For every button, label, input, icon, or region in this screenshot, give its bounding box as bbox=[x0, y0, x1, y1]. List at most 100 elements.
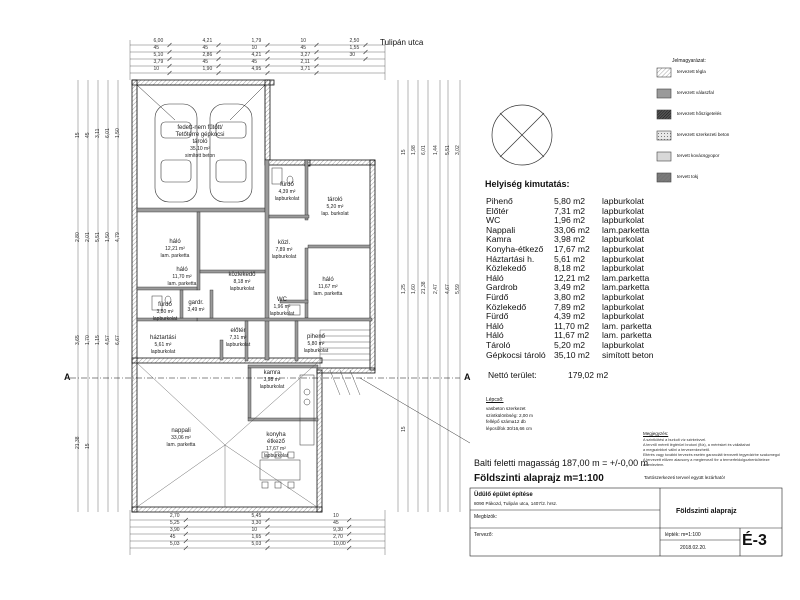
stair-note-line: szintkülönbség: 2,00 m bbox=[486, 412, 533, 418]
dimension-tick bbox=[183, 545, 189, 551]
schedule-room-name: Fürdő bbox=[486, 311, 509, 322]
dimension-bottom: 5,25 bbox=[169, 520, 180, 526]
dimension-top: 45 bbox=[202, 45, 209, 51]
room-area: 4,39 m² bbox=[278, 189, 296, 195]
project-name: Üdülő épület építése bbox=[474, 492, 533, 498]
room-finish: lam. parketta bbox=[160, 253, 190, 259]
schedule-room-finish: lapburkolat bbox=[602, 215, 645, 226]
dimension-top: 1,79 bbox=[251, 38, 262, 44]
schedule-room-area: 5,80 m2 bbox=[554, 196, 586, 206]
project-address: 8090 Pákozd, Tulipán utca, 1407/2. hrsz. bbox=[474, 501, 558, 506]
net-area-value: 179,02 m2 bbox=[568, 370, 609, 380]
remark-line: a megszinbkel vállni a tervezenkezhető. bbox=[643, 448, 711, 452]
dimension-right: 3,02 bbox=[455, 145, 461, 156]
room-area: 12,21 m² bbox=[165, 246, 185, 252]
dimension-left: 3,11 bbox=[95, 128, 101, 138]
schedule-room-finish: lapburkolat bbox=[602, 263, 645, 274]
schedule-room-finish: lapburkolat bbox=[602, 340, 645, 350]
dimension-tick bbox=[265, 531, 270, 537]
room-name: közl. bbox=[277, 240, 291, 246]
dimension-tick bbox=[216, 42, 221, 48]
schedule-room-area: 4,39 m2 bbox=[554, 311, 586, 322]
dimension-tick bbox=[167, 63, 172, 69]
legend-swatches bbox=[656, 67, 672, 183]
room-finish: lam. parketta bbox=[313, 291, 343, 297]
sheet-title: Földszinti alaprajz bbox=[676, 508, 737, 515]
schedule-room-finish: lam.parketta bbox=[602, 272, 650, 283]
schedule-room-area: 1,96 m2 bbox=[554, 215, 586, 226]
dimension-tick bbox=[265, 538, 270, 544]
schedule-room-area: 35,10 m2 bbox=[554, 349, 590, 360]
dimension-left: 15 bbox=[75, 132, 81, 138]
dimension-tick bbox=[346, 524, 352, 530]
schedule-room-name: Háztartási h. bbox=[486, 253, 535, 264]
dimension-tick bbox=[167, 70, 172, 76]
dimension-right: 1,60 bbox=[411, 283, 417, 294]
dimension-tick bbox=[346, 531, 352, 537]
stair-note-line: fellépő száma12 db bbox=[486, 419, 526, 424]
dimension-left: 1,15 bbox=[95, 335, 101, 346]
dimension-right: 15 bbox=[401, 426, 407, 432]
dimension-top: 45 bbox=[251, 59, 258, 65]
dimension-left: 5,51 bbox=[95, 231, 101, 242]
schedule-room-name: Háló bbox=[486, 272, 504, 283]
dimension-tick bbox=[363, 49, 368, 55]
dimension-bottom: 3,90 bbox=[169, 527, 180, 533]
dimension-tick bbox=[183, 517, 189, 523]
dimension-tick bbox=[314, 70, 319, 76]
schedule-room-name: Előtér bbox=[486, 205, 509, 216]
dimension-top: 2,86 bbox=[202, 52, 213, 58]
dimension-top: 4,21 bbox=[202, 38, 213, 44]
dimension-top: 3,27 bbox=[300, 52, 311, 58]
dimension-left: 6,01 bbox=[105, 128, 111, 138]
drawing-title: Földszinti alaprajz m=1:100 bbox=[474, 473, 604, 484]
room-finish: lapburkolat bbox=[274, 196, 300, 202]
dimension-top: 45 bbox=[153, 45, 160, 51]
room-area: 35,10 m² bbox=[190, 146, 210, 152]
room-area: 11,70 m² bbox=[172, 274, 192, 280]
dimension-left: 15 bbox=[85, 443, 91, 450]
dimension-left: 1,50 bbox=[105, 231, 111, 242]
dimension-bottom: 5,03 bbox=[251, 541, 262, 547]
dimension-tick bbox=[314, 63, 319, 69]
room-finish: lapburkolat bbox=[263, 453, 289, 459]
schedule-room-area: 33,06 m2 bbox=[554, 224, 590, 235]
room-name: WC bbox=[277, 297, 287, 303]
dimension-bottom: 1,65 bbox=[251, 534, 262, 540]
room-area: 3,98 m² bbox=[263, 377, 281, 383]
room-area: 5,20 m² bbox=[326, 204, 344, 210]
dimension-left: 4,57 bbox=[105, 335, 111, 346]
schedule-row: WC 1,96 m2 lapburkolat bbox=[486, 215, 696, 226]
dimension-left: 1,50 bbox=[115, 128, 121, 138]
dimension-top: 4,21 bbox=[251, 52, 262, 58]
schedule-room-name: Háló bbox=[486, 320, 504, 331]
schedule-room-finish: lapburkolat bbox=[602, 311, 645, 322]
schedule-room-name: Pihenő bbox=[486, 196, 513, 206]
schedule-room-area: 8,18 m2 bbox=[554, 263, 586, 274]
north-arrow-icon bbox=[491, 104, 553, 166]
dimension-tick bbox=[314, 49, 319, 55]
schedule-room-finish: lapburkolat bbox=[602, 205, 645, 216]
dimension-tick bbox=[314, 56, 319, 62]
dimension-lines bbox=[77, 40, 461, 555]
dimension-left: 21,38 bbox=[75, 436, 81, 450]
dimension-tick bbox=[216, 49, 221, 55]
room-name: kamra bbox=[263, 370, 281, 376]
dimension-right: 4,67 bbox=[445, 283, 451, 294]
schedule-room-name: WC bbox=[486, 215, 501, 226]
dimension-left: 1,70 bbox=[85, 335, 91, 346]
schedule-room-area: 3,98 m2 bbox=[554, 234, 586, 245]
stair bbox=[319, 329, 371, 396]
dimension-tick bbox=[265, 42, 270, 48]
dimension-left: 2,01 bbox=[85, 231, 91, 242]
dimension-right: 1,44 bbox=[433, 145, 439, 156]
dimension-top: 2,50 bbox=[349, 38, 360, 44]
